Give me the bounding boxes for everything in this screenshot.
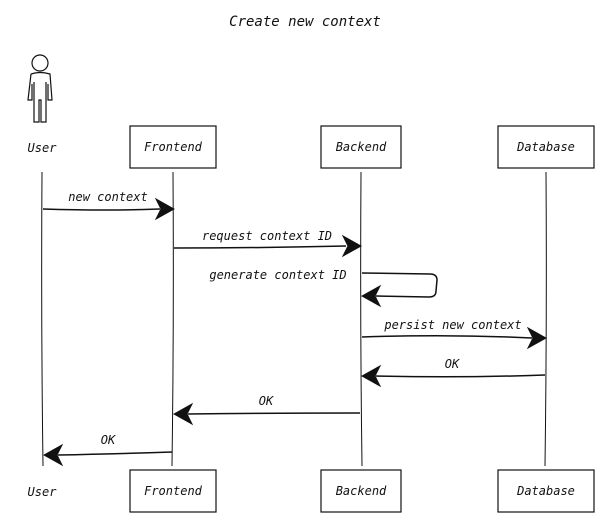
message-request-context-id: request context ID <box>173 229 363 258</box>
message-ok-backend-frontend: OK <box>172 394 361 426</box>
participant-backend-top: Backend <box>320 125 402 169</box>
participant-label-user-bottom: User <box>28 485 58 499</box>
lifeline-user <box>41 171 44 467</box>
participant-label-backend-top: Backend <box>336 140 387 154</box>
participant-label-database-top: Database <box>516 140 575 154</box>
message-new-context: new context <box>42 190 176 221</box>
message-label-new-context: new context <box>68 190 147 204</box>
message-label-request-context-id: request context ID <box>202 229 332 243</box>
message-persist-new-context: persist new context <box>361 318 548 350</box>
participant-frontend-bottom: Frontend <box>129 469 217 513</box>
lifeline-frontend <box>171 171 174 467</box>
participant-label-frontend-bottom: Frontend <box>144 484 203 498</box>
participant-label-user-top: User <box>28 141 58 155</box>
lifeline-database <box>544 171 547 467</box>
user-actor-icon <box>27 54 53 123</box>
lifeline-backend <box>360 171 363 467</box>
message-label-generate-context-id: generate context ID <box>209 268 346 282</box>
message-label-persist-new-context: persist new context <box>383 318 521 332</box>
message-label-ok-backend-frontend: OK <box>259 394 274 408</box>
participant-backend-bottom: Backend <box>320 469 402 513</box>
diagram-title: Create new context <box>229 14 381 30</box>
participant-frontend-top: Frontend <box>129 125 217 169</box>
message-ok-frontend-user: OK <box>42 433 173 467</box>
message-label-ok-database-backend: OK <box>445 357 460 371</box>
participant-database-top: Database <box>497 125 595 169</box>
participant-label-backend-bottom: Backend <box>336 484 387 498</box>
participant-label-database-bottom: Database <box>516 484 575 498</box>
message-generate-context-id: generate context ID <box>209 268 438 308</box>
message-label-ok-frontend-user: OK <box>101 433 116 447</box>
message-ok-database-backend: OK <box>360 357 546 388</box>
participant-database-bottom: Database <box>497 469 595 513</box>
participant-label-frontend-top: Frontend <box>144 140 203 154</box>
